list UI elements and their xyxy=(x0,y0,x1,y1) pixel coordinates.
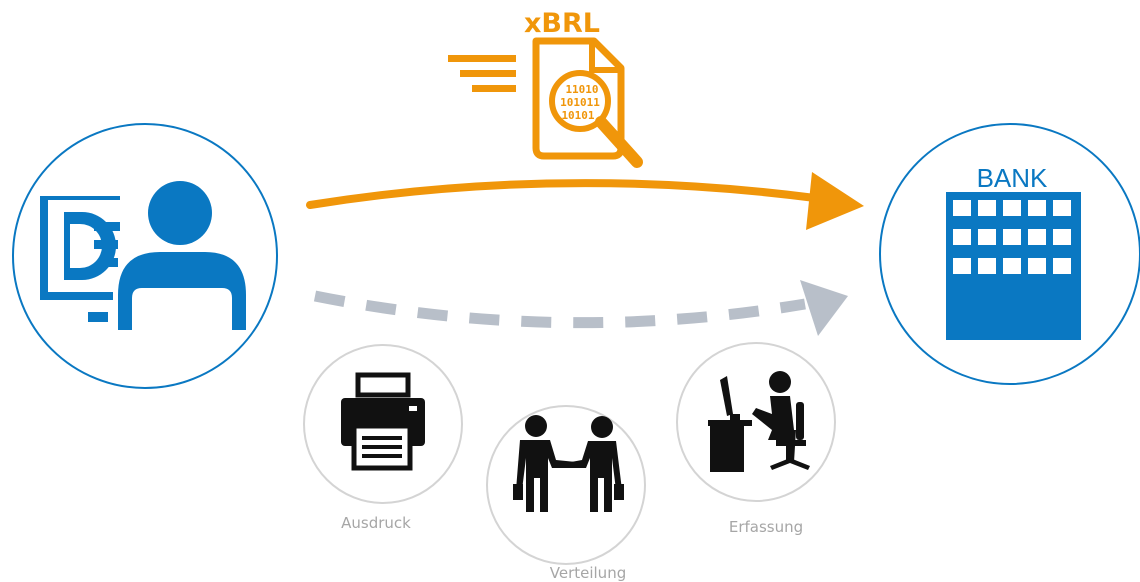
digital-arrow xyxy=(306,172,864,230)
bank-node: BANK xyxy=(879,123,1140,385)
step-ausdruck: Ausdruck xyxy=(303,344,463,532)
sender-node xyxy=(12,123,278,389)
xbrl-document-icon: xBRL 11010 101011 10101 xyxy=(448,8,643,168)
binary-line-1: 11010 xyxy=(565,83,598,96)
handshake-icon xyxy=(513,415,624,512)
bank-building-icon xyxy=(946,192,1081,340)
step-verteilung: Verteilung xyxy=(486,405,646,582)
speed-lines-icon xyxy=(448,55,516,92)
printer-icon xyxy=(341,372,425,471)
bank-label: BANK xyxy=(977,163,1048,193)
step-label-ausdruck: Ausdruck xyxy=(341,514,411,532)
step-label-verteilung: Verteilung xyxy=(550,564,626,582)
xbrl-label: xBRL xyxy=(524,8,600,39)
binary-line-3: 10101 xyxy=(561,109,594,122)
step-erfassung: Erfassung xyxy=(676,342,836,536)
step-label-erfassung: Erfassung xyxy=(729,518,803,536)
computer-user-icon xyxy=(40,181,246,330)
data-entry-icon xyxy=(708,371,810,472)
binary-line-2: 101011 xyxy=(560,96,600,109)
paper-arrow xyxy=(313,280,848,336)
